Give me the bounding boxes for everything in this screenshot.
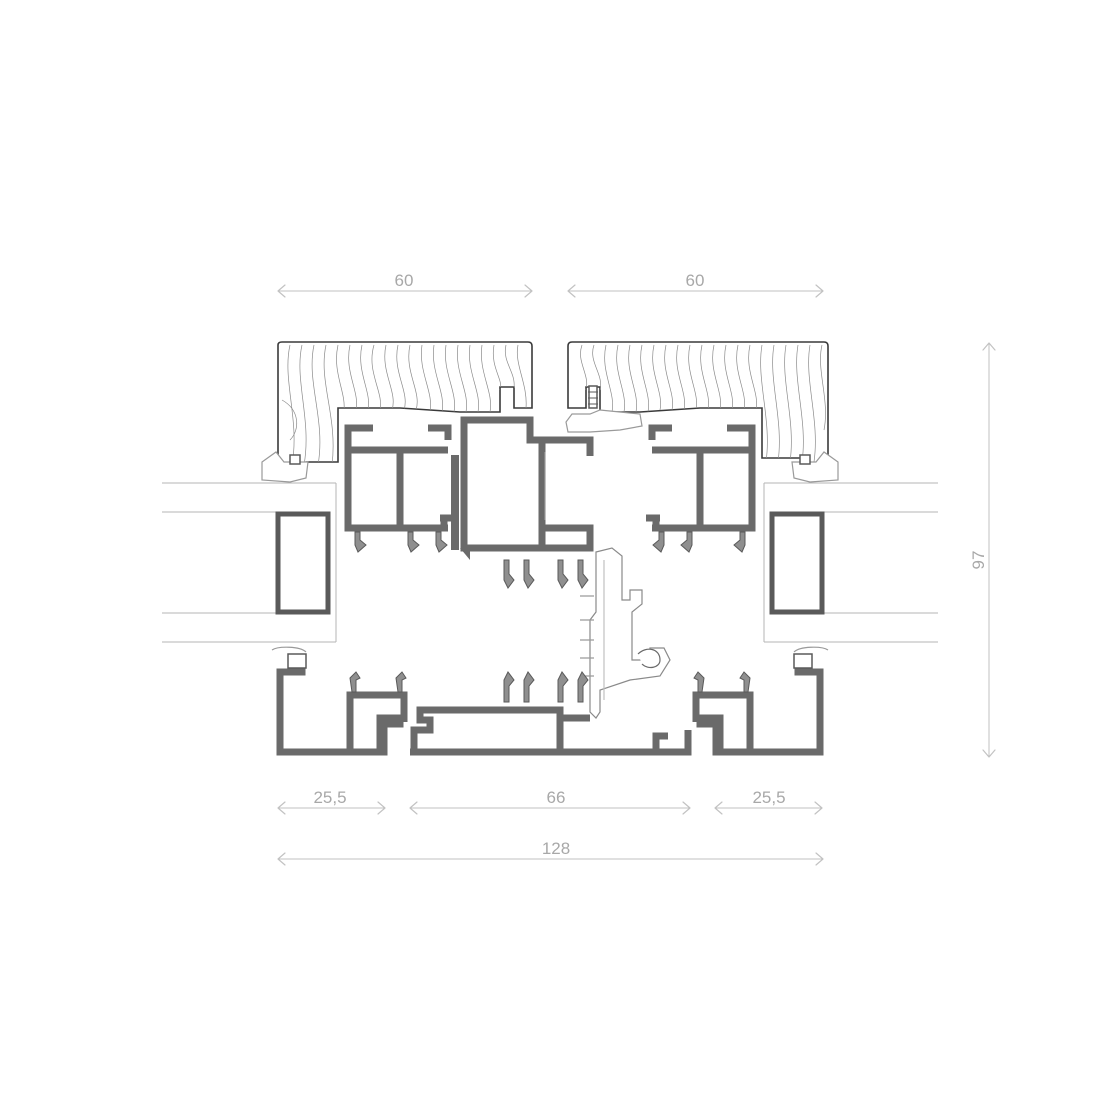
dimension-bottom-right: 25,5 xyxy=(714,788,823,815)
glass-pane-left xyxy=(162,482,337,643)
dimension-top-left-label: 60 xyxy=(395,271,414,290)
dimension-top-left: 60 xyxy=(277,271,533,298)
sash-profile-right xyxy=(646,424,756,553)
dimension-height: 97 xyxy=(969,342,996,758)
glass-pane-right xyxy=(763,482,938,643)
glazing-spacer-right xyxy=(769,511,825,615)
dimension-overall: 128 xyxy=(277,839,824,866)
central-interlock-gasket xyxy=(580,547,671,719)
glazing-spacer-left xyxy=(275,511,331,615)
wood-cladding-left xyxy=(261,341,533,483)
sash-profile-left xyxy=(344,424,459,553)
wood-cladding-right xyxy=(565,341,839,483)
dimension-bottom-center: 66 xyxy=(409,788,691,815)
dimension-bottom-center-label: 66 xyxy=(547,788,566,807)
dimension-height-label: 97 xyxy=(969,551,988,570)
central-mullion-profile xyxy=(460,416,594,589)
frame-profile-bottom xyxy=(271,646,829,756)
dimension-top-right: 60 xyxy=(567,271,824,298)
dimension-bottom-left-label: 25,5 xyxy=(313,788,346,807)
dimension-overall-label: 128 xyxy=(542,839,570,858)
dimension-top-right-label: 60 xyxy=(686,271,705,290)
dimension-bottom-left: 25,5 xyxy=(277,788,386,815)
dimension-bottom-right-label: 25,5 xyxy=(752,788,785,807)
